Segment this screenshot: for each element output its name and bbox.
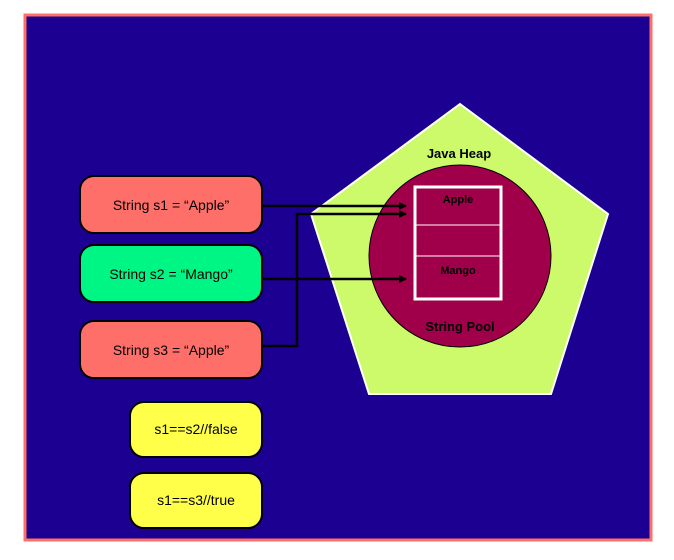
comparison-s1-s2-label: s1==s2//false bbox=[154, 421, 237, 437]
variable-s3-label: String s3 = “Apple” bbox=[113, 342, 230, 358]
pool-slot-mango: Mango bbox=[440, 265, 476, 277]
variable-s1-label: String s1 = “Apple” bbox=[113, 197, 230, 213]
string-pool-label: String Pool bbox=[425, 319, 494, 334]
pool-slots-table: Apple Mango bbox=[413, 185, 503, 301]
variable-s2-box: String s2 = “Mango” bbox=[79, 244, 263, 303]
variable-s2-label: String s2 = “Mango” bbox=[109, 266, 233, 282]
comparison-s1-s3-box: s1==s3//true bbox=[129, 472, 263, 529]
pool-slot-apple: Apple bbox=[443, 194, 474, 206]
comparison-s1-s2-box: s1==s2//false bbox=[129, 401, 263, 458]
variable-s3-box: String s3 = “Apple” bbox=[79, 320, 263, 379]
variable-s1-box: String s1 = “Apple” bbox=[79, 175, 263, 234]
comparison-s1-s3-label: s1==s3//true bbox=[157, 492, 235, 508]
java-heap-label: Java Heap bbox=[427, 146, 491, 161]
